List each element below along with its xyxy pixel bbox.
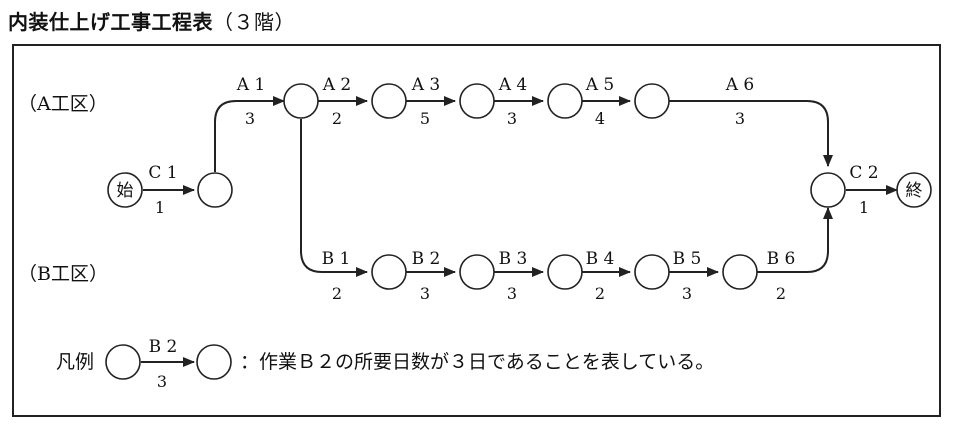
activity-c1-duration: 1 — [155, 198, 165, 217]
node-11 — [722, 254, 758, 290]
zone-b-label: （B工区） — [18, 263, 108, 285]
activity-b1-duration: 2 — [332, 284, 342, 303]
node-12 — [810, 172, 846, 208]
node-6 — [634, 83, 670, 119]
node-3 — [371, 83, 407, 119]
activity-b2-duration: 3 — [420, 284, 430, 303]
activity-a1-duration: 3 — [245, 109, 255, 128]
node-9 — [547, 254, 583, 290]
edge-a6 — [669, 100, 833, 167]
end-node-label: 終 — [906, 181, 923, 201]
activity-c1-name: C 1 — [148, 163, 177, 183]
activity-a5-duration: 4 — [595, 109, 605, 128]
activity-a2-duration: 2 — [332, 109, 342, 128]
node-4 — [459, 83, 495, 119]
nodes: 始 終 — [107, 83, 932, 290]
activity-a1-name: A 1 — [236, 75, 266, 95]
node-10 — [634, 254, 670, 290]
activity-b3-name: B 3 — [499, 249, 528, 269]
activity-labels: C 1 1 A 1 3 A 2 2 A 3 5 A 4 3 A 5 4 A 6 … — [148, 75, 878, 303]
node-5 — [547, 83, 583, 119]
edge-b1 — [300, 119, 368, 277]
legend-activity-name: B 2 — [149, 337, 178, 357]
diagram-frame — [12, 44, 941, 417]
legend: 凡例 B 2 3 ：作業Ｂ２の所要日数が３日であることを表している。 — [56, 337, 714, 391]
activity-a4-duration: 3 — [507, 109, 517, 128]
legend-node-end — [196, 344, 232, 380]
legend-activity-duration: 3 — [157, 372, 167, 391]
node-1 — [197, 172, 233, 208]
activity-b4-duration: 2 — [595, 284, 605, 303]
zone-a-label: （A工区） — [18, 93, 108, 115]
edges — [143, 96, 898, 277]
node-2 — [283, 83, 319, 119]
start-node — [107, 172, 143, 208]
activity-c2-name: C 2 — [849, 163, 878, 183]
activity-b3-duration: 3 — [507, 284, 517, 303]
activity-a3-name: A 3 — [411, 75, 441, 95]
title-main: 内装仕上げ工事工程表 — [8, 10, 213, 34]
edge-a1 — [214, 96, 285, 172]
activity-c2-duration: 1 — [859, 198, 869, 217]
activity-a2-name: A 2 — [322, 75, 352, 95]
activity-a6-duration: 3 — [735, 109, 745, 128]
node-7 — [371, 254, 407, 290]
activity-a4-name: A 4 — [498, 75, 528, 95]
activity-a3-duration: 5 — [420, 109, 430, 128]
node-8 — [459, 254, 495, 290]
activity-b1-name: B 1 — [322, 249, 351, 269]
legend-label: 凡例 — [56, 351, 94, 373]
end-node — [896, 172, 932, 208]
legend-description: ：作業Ｂ２の所要日数が３日であることを表している。 — [240, 351, 714, 373]
activity-a5-name: A 5 — [585, 75, 615, 95]
edge-b6 — [757, 207, 833, 273]
page-title: 内装仕上げ工事工程表（３階） — [8, 6, 295, 35]
activity-b5-duration: 3 — [682, 284, 692, 303]
activity-a6-name: A 6 — [725, 75, 755, 95]
activity-b4-name: B 4 — [586, 249, 615, 269]
activity-b6-duration: 2 — [776, 284, 786, 303]
activity-b2-name: B 2 — [412, 249, 441, 269]
title-floor: （３階） — [213, 10, 295, 34]
activity-b5-name: B 5 — [673, 249, 702, 269]
legend-node-start — [105, 344, 141, 380]
start-node-label: 始 — [117, 181, 134, 201]
activity-b6-name: B 6 — [767, 249, 796, 269]
